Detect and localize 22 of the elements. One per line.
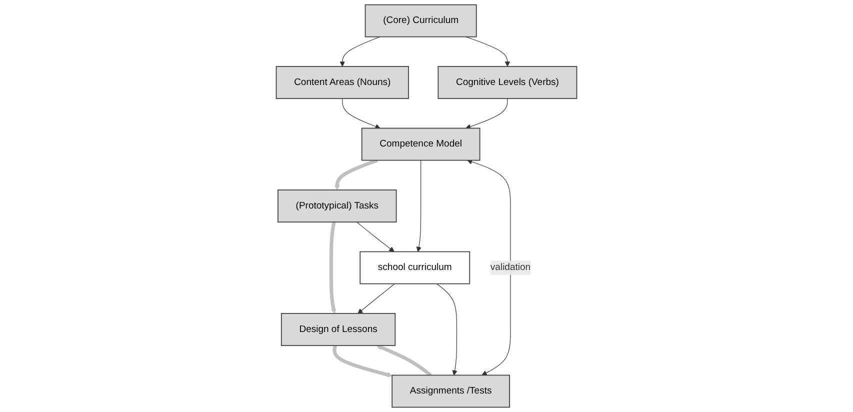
node-box: Design of Lessons (280, 313, 396, 346)
arrow (376, 344, 432, 377)
arrow (436, 283, 458, 376)
node-box: Assignments /Tests (392, 374, 510, 408)
arrow (342, 98, 380, 129)
edge-label: validation (490, 262, 531, 272)
arrow (334, 158, 378, 190)
node-box: (Prototypical) Tasks (278, 190, 397, 222)
node-box: Competence Model (361, 128, 480, 161)
arrow (467, 159, 511, 376)
arrow (358, 283, 396, 314)
arrow (329, 222, 336, 314)
node-box: school curriculum (360, 251, 470, 284)
node-box: Content Areas (Nouns) (276, 66, 409, 99)
arrow (356, 222, 394, 252)
arrow (466, 36, 510, 67)
arrow (416, 160, 422, 252)
arrow (340, 36, 380, 67)
arrow (466, 98, 508, 130)
node-box: (Core) Curriculum (364, 4, 477, 38)
node-box: Cognitive Levels (Verbs) (438, 66, 578, 99)
arrow (332, 345, 392, 378)
